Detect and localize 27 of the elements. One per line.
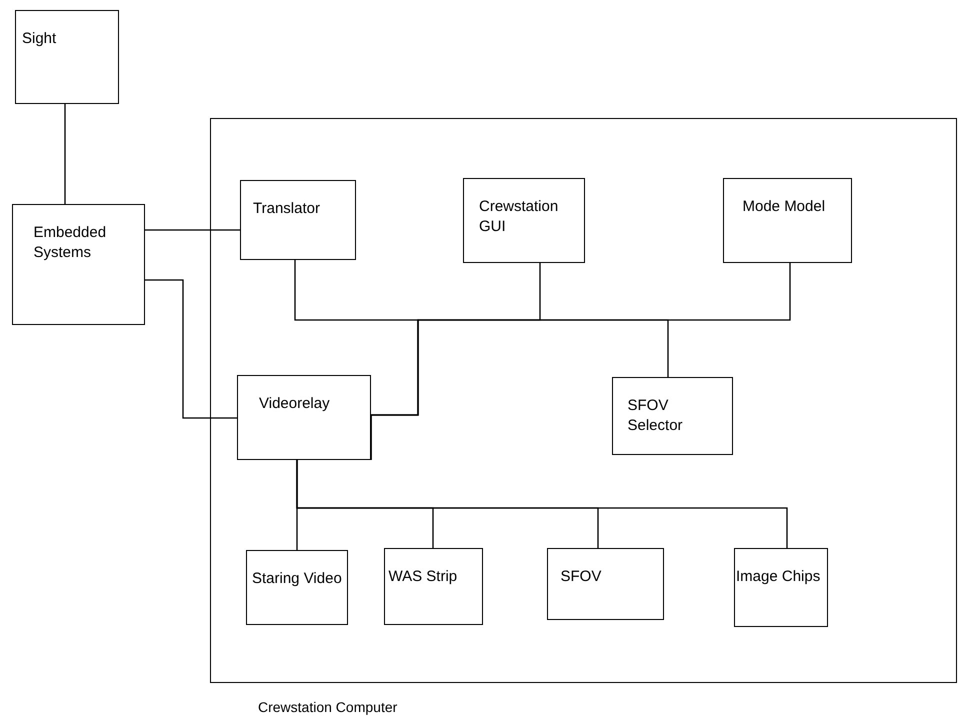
box-label: Embedded Systems [34,223,108,263]
connector-line [64,104,66,204]
process-box [384,548,483,625]
process-box [12,204,145,325]
process-box [237,375,371,460]
connector-line [145,279,237,419]
connector-line [145,229,240,231]
box-label: Staring Video [252,569,342,589]
process-box [723,178,852,263]
connector-line [296,460,788,548]
box-label: Videorelay [259,394,331,414]
process-box [246,550,348,625]
box-label: SFOV [560,567,602,587]
process-box [463,178,585,263]
box-label: Crewstation GUI [479,197,560,237]
box-label: Sight [22,29,58,49]
box-label: Translator [253,199,321,219]
process-box [612,377,733,455]
process-box [15,10,119,104]
box-label: Image Chips [736,567,822,587]
process-box [734,548,828,627]
box-label: SFOV Selector [628,396,684,436]
box-label: WAS Strip [388,567,458,587]
group-label: Crewstation Computer [258,698,398,717]
process-box [240,180,356,260]
process-box [547,548,664,620]
box-label: Mode Model [742,197,826,217]
